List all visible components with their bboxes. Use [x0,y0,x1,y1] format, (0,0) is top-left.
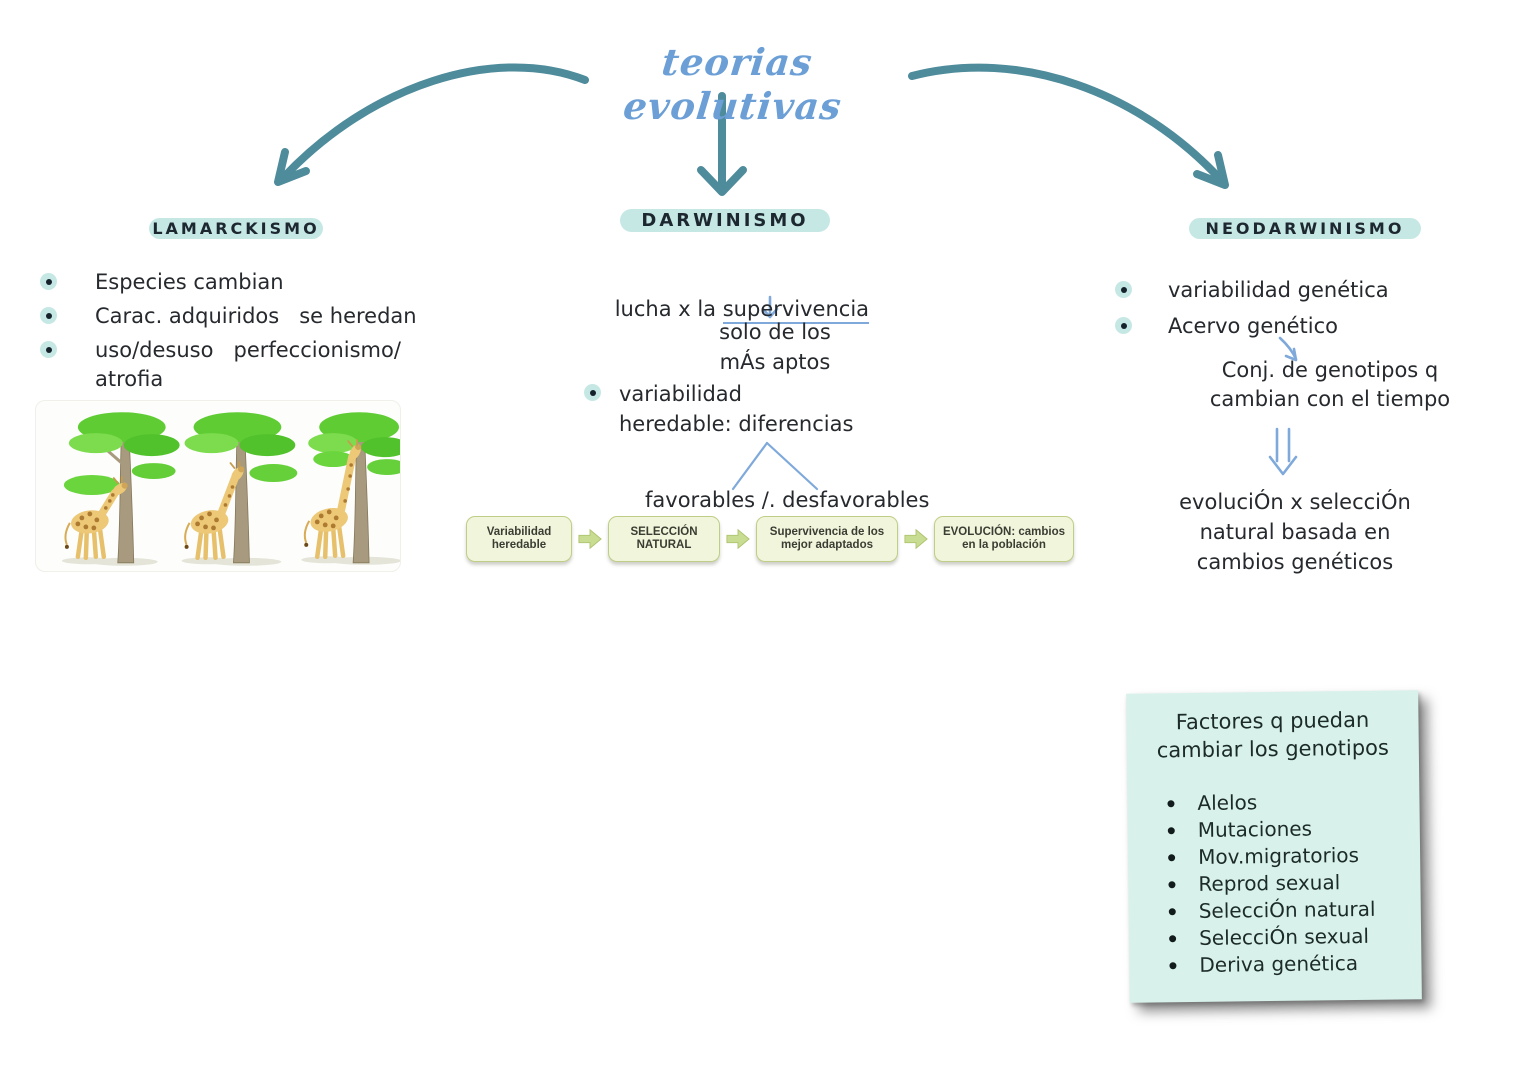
sticky-item-text: Alelos [1197,790,1258,815]
bullet-text: Especies cambian [95,270,284,294]
bullet-text: Acervo genético [1168,314,1338,338]
tree [63,412,180,564]
giraffe-medium-neck [184,461,245,561]
giraffe-short-neck [64,476,128,561]
flow-arrow-icon [726,528,750,550]
list-item: Deriva genética [1169,949,1421,979]
list-item: uso/desuso perfeccionismo/ atrofia [40,336,470,394]
list-item: Especies cambian [40,268,470,297]
darwinismo-bullet-variabilidad: variabilidad heredable: diferencias [584,379,904,439]
bullet-dot-icon [1169,962,1177,970]
bullet-dot-icon [1168,908,1176,916]
branch-caret-lines [731,441,819,491]
list-item: SelecciÓn natural [1168,895,1421,925]
list-item: Alelos [1167,787,1419,817]
double-down-arrow-icon [1268,427,1298,476]
flow-arrow-icon [904,528,928,550]
list-item: Reprod sexual [1168,868,1420,898]
sticky-item-text: Deriva genética [1199,950,1359,977]
tree [184,412,298,564]
sticky-item-text: Reprod sexual [1198,870,1341,896]
darwinismo-line-aptos: mÁs aptos [719,350,831,374]
arrow-to-neodarwinismo [908,63,1229,189]
bullet-dot-icon [1169,935,1177,943]
supervivencia-underlined: supervivencia [722,297,870,324]
giraffes-illustration-card [35,400,409,572]
sticky-item-text: SelecciÓn natural [1198,896,1376,923]
lucha-prefix: lucha x la [614,297,723,321]
darwinismo-line-solo: solo de los [719,320,831,344]
list-item: Mov.migratorios [1168,841,1420,871]
bullet-dot-icon [1167,827,1175,835]
list-item: Acervo genético [1115,312,1475,341]
darwinismo-line-lucha: lucha x la supervivencia [588,266,870,353]
arrow-to-lamarckismo [274,63,589,186]
bullet-icon [40,273,57,290]
bullet-icon [584,384,601,401]
list-item: Carac. adquiridos se heredan [40,302,470,331]
bullet-dot-icon [1167,800,1175,808]
flow-step: Variabilidad heredable [466,516,572,562]
sticky-note-list: Alelos Mutaciones Mov.migratorios Reprod… [1127,787,1421,980]
list-item: Mutaciones [1167,814,1420,844]
bullet-text: uso/desuso perfeccionismo/ atrofia [95,338,401,391]
lamarckismo-bullet-list: Especies cambian Carac. adquiridos se he… [40,268,470,394]
neodarwinismo-conclusion: evoluciÓn x selecciÓn natural basada en … [1179,490,1411,574]
bullet-icon [1115,317,1132,334]
bullet-icon [1115,281,1132,298]
flow-step: Supervivencia de los mejor adaptados [756,516,898,562]
section-header-darwinismo: DARWINISMO [620,209,830,232]
neodarwinismo-bullet-list: variabilidad genética Acervo genético [1115,276,1475,341]
giraffe-long-neck [303,439,362,560]
sticky-item-text: Mov.migratorios [1197,842,1360,869]
flow-step: EVOLUCIÓN: cambios en la población [934,516,1074,562]
list-item: SelecciÓn sexual [1169,922,1421,952]
bullet-dot-icon [1168,854,1176,862]
bullet-text: variabilidad heredable: diferencias [619,382,854,436]
page-title: teorias evolutivas [621,40,845,128]
acervo-note: Conj. de genotipos q cambian con el tiem… [1209,358,1451,411]
section-header-neodarwinismo: NEODARWINISMO [1189,218,1421,239]
list-item: variabilidad genética [1115,276,1475,305]
giraffes-illustration [61,412,409,566]
bullet-icon [40,341,57,358]
tree [308,412,409,564]
bullet-text: variabilidad genética [1168,278,1389,302]
sticky-note-factores: Factores q puedan cambiar los genotipos … [1126,690,1422,1003]
bullet-dot-icon [1168,881,1176,889]
bullet-text: Carac. adquiridos se heredan [95,304,417,328]
natural-selection-flowchart: Variabilidad heredable SELECCIÓN NATURAL… [466,516,1074,562]
flow-step: SELECCIÓN NATURAL [608,516,720,562]
flow-arrow-icon [578,528,602,550]
sticky-note-title: Factores q puedan cambiar los genotipos [1156,707,1389,763]
sticky-item-text: SelecciÓn sexual [1198,923,1370,950]
bullet-icon [40,307,57,324]
darwinismo-branch-label: favorables /. desfavorables [645,488,930,512]
section-header-lamarckismo: LAMARCKISMO [149,218,323,239]
sticky-item-text: Mutaciones [1197,816,1313,842]
